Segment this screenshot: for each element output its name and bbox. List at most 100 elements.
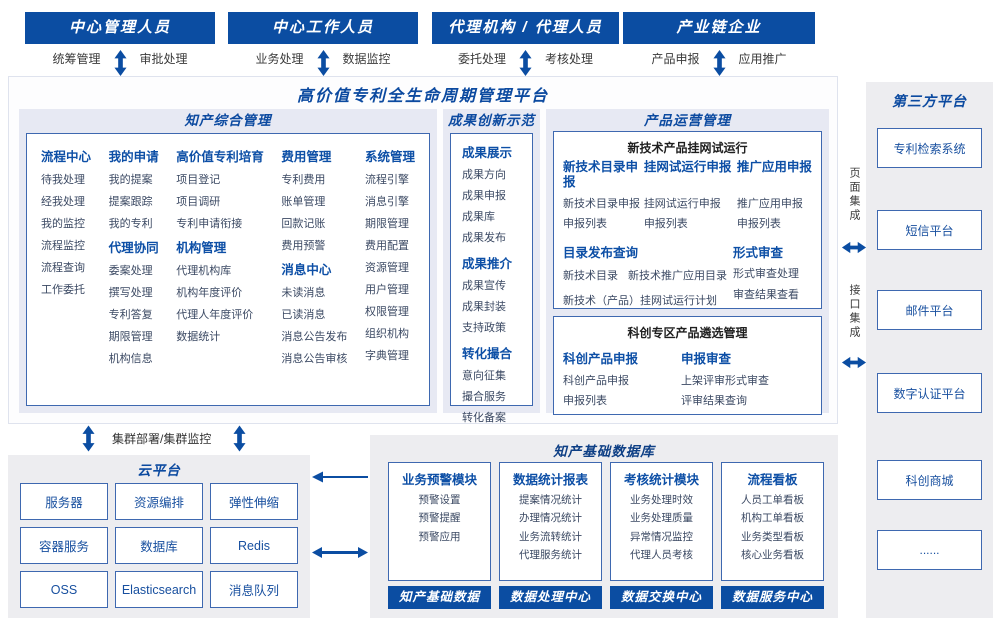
group-header: 机构管理 bbox=[176, 241, 227, 255]
third-party-box: 短信平台 bbox=[877, 210, 982, 250]
platform-title: 高价值专利全生命周期管理平台 bbox=[296, 88, 549, 105]
menu-item: 成果封装 bbox=[462, 301, 506, 313]
cloud-service-box: 消息队列 bbox=[210, 571, 298, 608]
menu-item: 申报列表 bbox=[563, 395, 607, 407]
menu-item: 经我处理 bbox=[41, 196, 85, 208]
group-header: 费用管理 bbox=[281, 150, 332, 164]
achievement-box: 成果展示 成果方向 成果申报 成果库 成果发布 成果推介 成果宣传 成果封装 支… bbox=[450, 133, 533, 424]
menu-item: 成果库 bbox=[462, 211, 495, 223]
menu-item: 提案跟踪 bbox=[108, 196, 153, 208]
menu-item: 我的提案 bbox=[108, 174, 153, 186]
third-party-box: 专利检索系统 bbox=[877, 128, 982, 168]
menu-item: 成果宣传 bbox=[462, 280, 506, 292]
section-title: 成果创新示范 bbox=[448, 113, 535, 128]
menu-item: 权限管理 bbox=[364, 306, 409, 318]
module-footer: 数据处理中心 bbox=[499, 586, 602, 609]
menu-item: 成果申报 bbox=[462, 190, 506, 202]
module-header: 业务预警模块 bbox=[401, 473, 477, 487]
cloud-platform-panel: 云平台 服务器 资源编排 弹性伸缩 容器服务 数据库 Redis OSS Ela… bbox=[8, 455, 310, 618]
menu-item: 申报列表 bbox=[563, 218, 607, 230]
third-party-box: 数字认证平台 bbox=[877, 373, 982, 413]
subsection-title: 新技术产品挂网试运行 bbox=[627, 141, 748, 155]
section-product-operation: 产品运营管理 新技术产品挂网试运行 新技术目录申报 新技术目录申报 申报列表 挂… bbox=[546, 109, 829, 415]
menu-item: 业务类型看板 bbox=[741, 530, 804, 543]
menu-item: 数据统计 bbox=[176, 331, 221, 343]
third-party-box: ...... bbox=[877, 530, 982, 570]
role-label: 数据监控 bbox=[342, 52, 391, 66]
menu-item: 成果方向 bbox=[462, 169, 506, 181]
third-party-box: 科创商城 bbox=[877, 460, 982, 500]
cloud-service-box: 资源编排 bbox=[115, 483, 203, 520]
menu-item: 办理情况统计 bbox=[519, 512, 582, 524]
menu-item: 支持政策 bbox=[462, 322, 506, 334]
database-module: 业务预警模块 预警设置 预警提醒 预警应用 知产基础数据 bbox=[388, 462, 491, 609]
role-industry-chain: 产业链企业 产品申报 应用推广 bbox=[623, 12, 815, 76]
menu-column: 挂网试运行申报 挂网试运行申报 申报列表 bbox=[644, 157, 737, 236]
sci-tech-selection-box: 科创专区产品遴选管理 科创产品申报 科创产品申报 申报列表 申报审查 上架评审形… bbox=[553, 316, 822, 415]
role-label: 委托处理 bbox=[457, 52, 506, 66]
role-label: 考核处理 bbox=[545, 52, 594, 66]
menu-item: 工作委托 bbox=[41, 284, 85, 296]
menu-item: 撮合服务 bbox=[462, 391, 506, 403]
group-header: 申报审查 bbox=[681, 352, 732, 366]
group-header: 高价值专利培育 bbox=[176, 150, 264, 164]
group-header: 形式审查 bbox=[733, 245, 784, 260]
horizontal-double-arrow-icon bbox=[312, 547, 368, 558]
menu-item: 人员工单看板 bbox=[741, 493, 804, 506]
api-integration-label: 接口集成 bbox=[848, 284, 860, 340]
vertical-double-arrow-icon bbox=[316, 50, 330, 76]
cloud-service-box: 弹性伸缩 bbox=[210, 483, 298, 520]
role-bar-title: 产业链企业 bbox=[623, 12, 815, 44]
menu-item: 核心业务看板 bbox=[741, 549, 804, 561]
menu-column: 费用管理 专利费用 账单管理 回款记账 费用预警 消息中心 未读消息 已读消息 … bbox=[281, 140, 347, 399]
vertical-double-arrow-icon bbox=[519, 50, 532, 76]
menu-item: 上架评审形式审查 bbox=[681, 374, 769, 387]
horizontal-double-arrow-icon bbox=[841, 356, 867, 369]
third-party-box: 邮件平台 bbox=[877, 290, 982, 330]
menu-item: 账单管理 bbox=[281, 196, 326, 208]
menu-item: 代理人年度评价 bbox=[176, 309, 254, 321]
group-header: 转化撮合 bbox=[462, 347, 513, 361]
menu-item: 形式审查处理 bbox=[733, 268, 799, 280]
catalog-query-group: 目录发布查询 新技术目录 新技术推广应用目录 新技术（产品）挂网试运行计划 bbox=[563, 236, 733, 309]
cloud-service-box: OSS bbox=[20, 571, 108, 608]
group-header: 成果推介 bbox=[462, 257, 513, 271]
menu-item: 评审结果查询 bbox=[681, 395, 747, 407]
menu-item: 专利答复 bbox=[108, 309, 153, 321]
menu-item: 项目调研 bbox=[176, 196, 221, 208]
menu-item: 回款记账 bbox=[281, 218, 326, 230]
menu-item: 期限管理 bbox=[108, 331, 153, 343]
role-agencies: 代理机构 / 代理人员 委托处理 考核处理 bbox=[432, 12, 619, 76]
menu-item: 审查结果查看 bbox=[733, 288, 799, 301]
menu-item: 待我处理 bbox=[41, 174, 85, 186]
role-bar-title: 中心工作人员 bbox=[228, 12, 418, 44]
menu-item: 业务处理质量 bbox=[630, 512, 693, 524]
cloud-service-box: Redis bbox=[210, 527, 298, 564]
menu-item: 消息引擎 bbox=[364, 196, 409, 208]
menu-item: 消息公告审核 bbox=[281, 353, 348, 365]
group-header: 代理协同 bbox=[108, 241, 159, 255]
menu-item: 异常情况监控 bbox=[630, 530, 693, 543]
menu-item: 机构年度评价 bbox=[176, 287, 243, 299]
menu-item: 机构信息 bbox=[108, 353, 153, 365]
group-header: 消息中心 bbox=[281, 263, 332, 277]
menu-item: 预警设置 bbox=[418, 493, 461, 506]
menu-item: 成果发布 bbox=[462, 232, 506, 244]
menu-column: 系统管理 流程引擎 消息引擎 期限管理 费用配置 资源管理 用户管理 权限管理 … bbox=[365, 140, 415, 399]
ip-database-panel: 知产基础数据库 业务预警模块 预警设置 预警提醒 预警应用 知产基础数据 数据统… bbox=[370, 435, 838, 618]
database-module: 数据统计报表 提案情况统计 办理情况统计 业务流转统计 代理服务统计 数据处理中… bbox=[499, 462, 602, 609]
menu-item: 我的专利 bbox=[108, 218, 153, 230]
menu-item: 费用配置 bbox=[364, 240, 409, 252]
menu-column: 高价值专利培育 项目登记 项目调研 专利申请衔接 机构管理 代理机构库 机构年度… bbox=[176, 140, 264, 399]
group-header: 新技术目录申报 bbox=[563, 160, 639, 189]
platform-panel: 高价值专利全生命周期管理平台 知产综合管理 流程中心 待我处理 经我处理 我的监… bbox=[8, 76, 838, 424]
section-achievement-demo: 成果创新示范 成果展示 成果方向 成果申报 成果库 成果发布 成果推介 成果宣传… bbox=[443, 109, 540, 424]
menu-column: 我的申请 我的提案 提案跟踪 我的专利 代理协同 委案处理 撰写处理 专利答复 … bbox=[109, 140, 159, 399]
menu-item: 挂网试运行申报 bbox=[643, 197, 721, 210]
panel-title: 第三方平台 bbox=[892, 93, 967, 109]
menu-item: 提案情况统计 bbox=[519, 493, 582, 506]
menu-item: 意向征集 bbox=[462, 370, 506, 382]
menu-item: 申报列表 bbox=[736, 218, 781, 230]
role-label: 审批处理 bbox=[139, 52, 188, 66]
menu-item: 流程查询 bbox=[41, 262, 85, 274]
